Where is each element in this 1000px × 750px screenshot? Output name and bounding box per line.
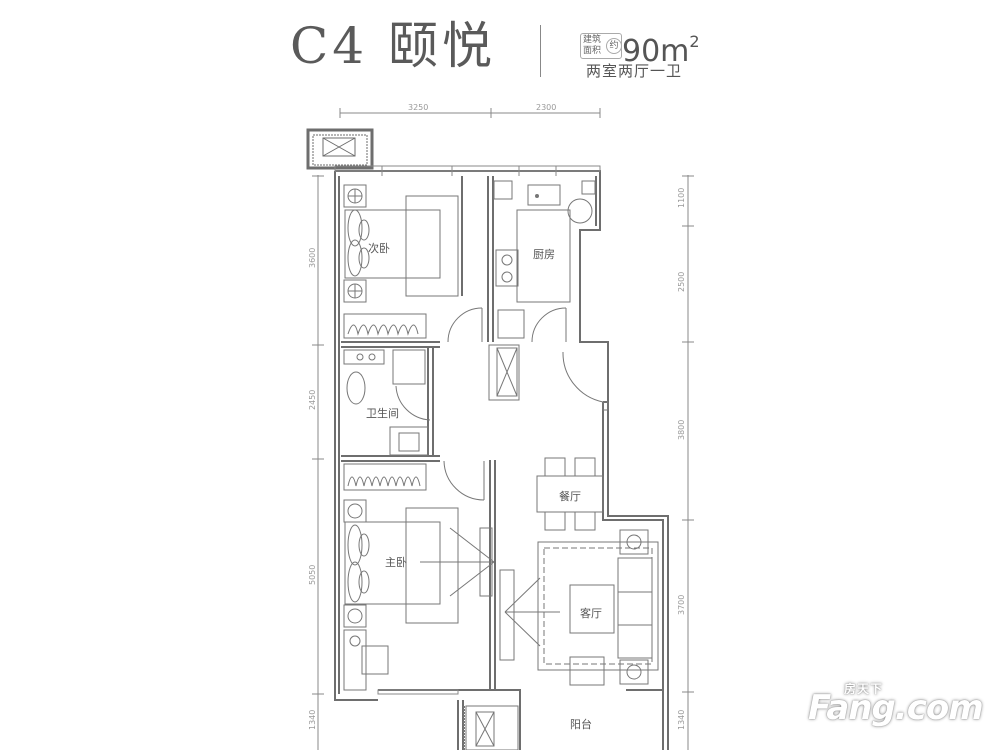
room-label-secondary-bedroom: 次卧 [368, 241, 390, 255]
area-approx-badge: 约 [606, 38, 622, 54]
top-windows [334, 165, 601, 695]
entry-door [562, 351, 609, 411]
dim-top-1: 3250 [408, 103, 428, 112]
dim-top-2: 2300 [536, 103, 556, 112]
master-wardrobe [343, 463, 427, 491]
left-dimension-line [312, 175, 324, 750]
master-bedroom-bed [343, 499, 495, 691]
plan-header: C4 颐悦 建筑 面积 约 90m2 两室两厅一卫 [0, 0, 1000, 95]
room-label-kitchen: 厨房 [533, 248, 555, 261]
room-label-balcony: 阳台 [570, 717, 592, 731]
room-label-dining-room: 餐厅 [559, 489, 581, 503]
dim-right-4: 3700 [677, 595, 686, 615]
watermark-cn: 房天下 [844, 682, 884, 696]
ac-unit-platform [306, 128, 374, 170]
dim-left-2: 2450 [308, 390, 317, 410]
area-label-line1: 建筑 [583, 35, 602, 45]
dim-left-3: 5050 [308, 565, 317, 585]
dim-right-5: 1340 [677, 710, 686, 730]
utility-shaft [488, 344, 520, 401]
master-bedroom-door [443, 460, 485, 501]
right-dimension-line [682, 175, 694, 750]
living-room-furniture [499, 529, 659, 686]
plan-title: C4 颐悦 [290, 17, 496, 75]
area-label-line2: 面积 [583, 46, 602, 56]
exterior-walls [334, 170, 669, 750]
room-label-bathroom: 卫生间 [366, 406, 399, 420]
balcony-shaft [463, 705, 519, 750]
watermark-brand: Fang.com [808, 688, 984, 728]
header-divider [540, 25, 541, 77]
dim-left-1: 3600 [308, 248, 317, 268]
dim-right-2: 2500 [677, 272, 686, 292]
secondary-bedroom-door [447, 307, 483, 343]
top-dimension-line [339, 108, 601, 118]
dim-right-3: 3800 [677, 420, 686, 440]
kitchen-fixtures [493, 180, 596, 343]
room-label-living-room: 客厅 [580, 606, 602, 620]
dining-table [536, 457, 604, 531]
secondary-bedroom-bed [343, 184, 459, 339]
area-unit-sup: 2 [689, 32, 700, 51]
bathroom-fixtures [343, 349, 431, 456]
dim-left-4: 1340 [308, 710, 317, 730]
room-label-master-bedroom: 主卧 [385, 556, 407, 569]
layout-type: 两室两厅一卫 [586, 62, 683, 80]
fang-watermark: 房天下 Fang.com [808, 680, 984, 728]
area-value: 90m2 [622, 22, 700, 72]
dim-right-1: 1100 [677, 188, 686, 208]
area-number: 90m [622, 34, 690, 69]
